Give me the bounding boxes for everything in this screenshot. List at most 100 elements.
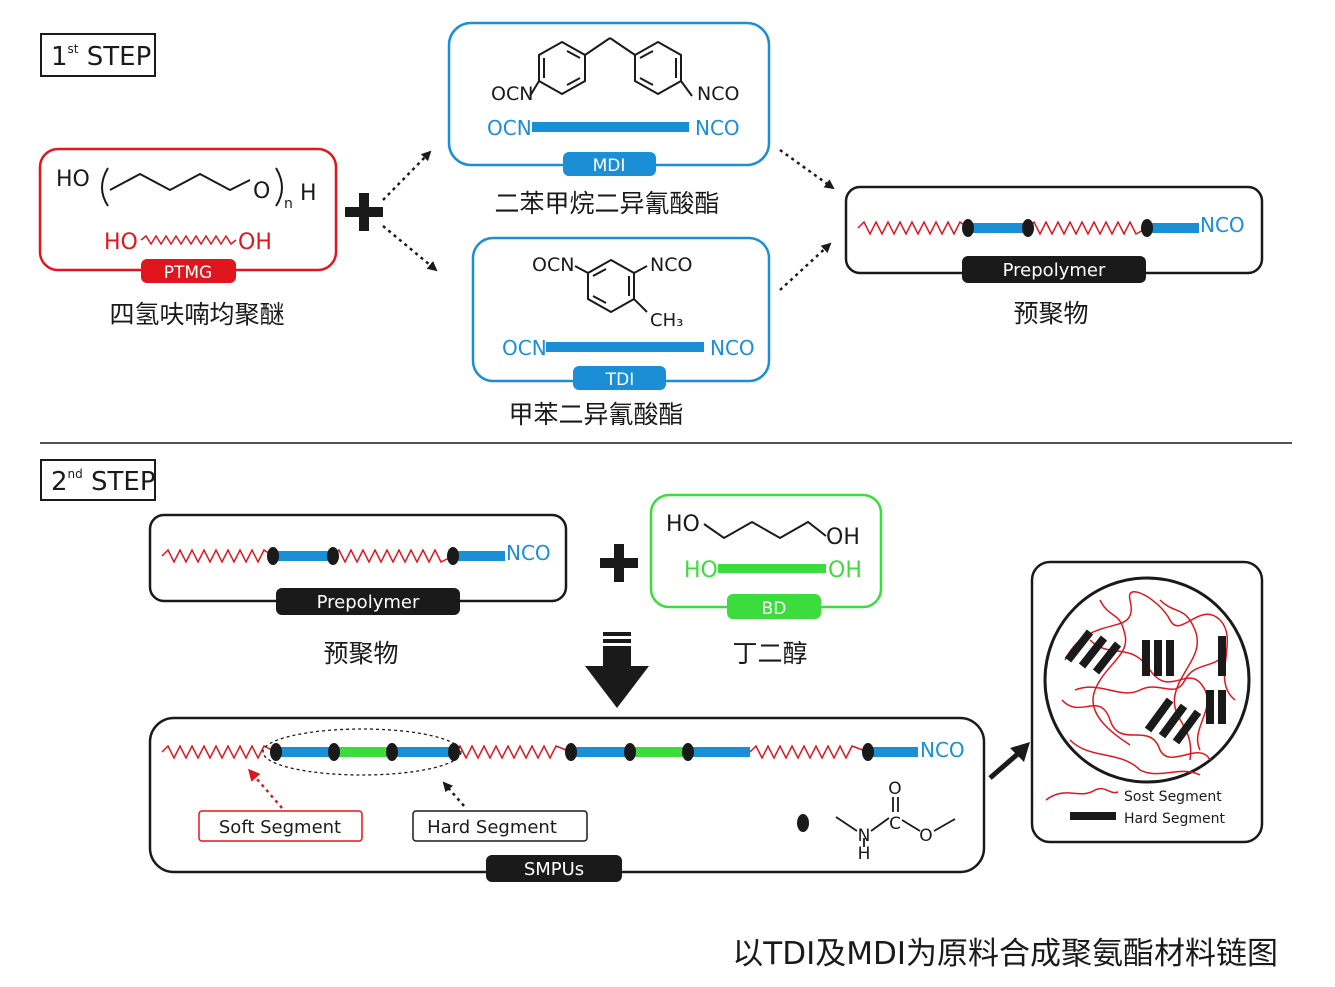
soft-segment-pointer [248,768,283,809]
hard-segment-label-box [412,810,588,842]
bd-tag-bg [727,594,821,619]
tdi-bar [546,342,704,352]
prepolymer2-tag-bg [276,588,460,615]
tdi-tag: TDI [605,370,635,390]
smpu-hard-blue [868,747,918,757]
smpu-soft-chain-a [161,744,277,760]
ptmg-bracket-left [101,167,109,207]
smpu-urethane-dot [270,743,282,761]
prepolymer1-urethane-dot [962,219,974,237]
morphology-box: Sost Segment Hard Segment [1030,560,1264,844]
urethane-n: N [858,826,871,846]
tdi-structure [574,258,648,314]
prepolymer2-nco: NCO [506,541,551,565]
mdi-simple-ocn: OCN [487,116,532,140]
smpu-tag: SMPUs [524,859,584,880]
ptmg-soft-chain [140,234,237,246]
prepolymer-box-2: NCO Prepolymer [148,513,568,615]
tdi-nco: NCO [650,254,692,276]
smpu-nco: NCO [920,738,965,762]
prepolymer1-hard-a [968,223,1028,233]
prepolymer2-soft-chain-a [161,548,274,564]
hard-segment-pointer [442,781,465,807]
urethane-h: H [858,844,871,864]
bd-simple-ho: HO [684,558,718,583]
prepolymer2-hard-b [453,551,505,561]
mdi-tag-bg [563,152,656,176]
bd-caption: 丁二醇 [732,639,807,668]
tdi-simple-nco: NCO [710,336,755,360]
ptmg-simple-ho: HO [104,230,138,255]
mdi-nco: NCO [697,83,739,105]
arrow-tdi-to-prepolymer [779,242,832,291]
ptmg-chain-bonds [109,172,251,192]
prepolymer1-urethane-dot [1022,219,1034,237]
bd-chain-bonds [703,520,827,540]
bd-simple-oh: OH [828,558,862,583]
smpu-urethane-dot [624,743,636,761]
ptmg-bracket-right [275,167,283,207]
tdi-ch3: CH₃ [650,310,683,331]
prepolymer1-nco: NCO [1200,213,1245,237]
plus-sign-2 [600,544,638,582]
smpu-hard-blue [571,747,630,757]
morphology-circle [1043,576,1251,784]
svg-text:1st STEP: 1st STEP [51,42,151,72]
smpu-urethane-dot [862,743,874,761]
prepolymer2-soft-chain-b [332,548,454,564]
footer-title: 以TDI及MDI为原料合成聚氨酯材料链图 [732,936,1278,972]
ptmg-caption: 四氢呋喃均聚醚 [109,300,284,329]
urethane-carbonyl-o: O [888,779,901,799]
urethane-structure [835,797,956,847]
bd-oh: OH [826,525,860,550]
ptmg-tag: PTMG [164,263,212,283]
plus-sign-1 [345,193,383,231]
hard-segment-highlight-ellipse [262,728,462,776]
prepolymer1-tag-bg [962,256,1146,283]
prepolymer1-soft-chain-b [1027,220,1148,236]
prepolymer1-urethane-dot [1141,219,1153,237]
legend-hard-label: Hard Segment [1124,811,1225,827]
tdi-simple-ocn: OCN [502,336,547,360]
smpu-hard-green [334,747,392,757]
smpu-hard-blue [392,747,454,757]
mdi-caption: 二苯甲烷二异氰酸酯 [494,189,719,218]
mdi-box: OCN NCO OCN NCO MDI [447,21,771,176]
smpu-urethane-dot [565,743,577,761]
legend-soft-swatch [1045,787,1119,801]
reaction-down-arrow [585,632,649,708]
prepolymer1-tag: Prepolymer [1003,260,1106,281]
prepolymer2-urethane-dot [267,547,279,565]
tdi-box: OCN NCO CH₃ OCN NCO TDI [471,236,771,390]
mdi-ocn: OCN [491,83,533,105]
arrow-mdi-to-prepolymer [779,148,835,190]
ptmg-formula-h: H [300,181,317,206]
soft-segment-label-box [198,810,363,842]
bd-bar [718,564,826,573]
step1-label: 1st STEP [40,33,156,77]
mdi-structure [529,37,693,97]
smpu-hard-green [630,747,688,757]
smpu-soft-chain-b [453,744,572,760]
smpu-urethane-dot [682,743,694,761]
svg-text:2nd STEP: 2nd STEP [51,467,156,497]
ptmg-tag-bg [141,259,236,283]
urethane-key-dot [797,814,809,832]
ptmg-formula-o: O [253,179,270,204]
arrow-to-tdi [382,225,438,272]
tdi-caption: 甲苯二异氰酸酯 [508,400,683,429]
prepolymer2-urethane-dot [327,547,339,565]
tdi-tag-bg [573,366,666,390]
ptmg-formula-n: n [284,196,293,212]
tdi-ocn: OCN [532,254,574,276]
legend-hard-swatch [1070,812,1116,820]
prepolymer2-hard-a [273,551,333,561]
bd-tag: BD [762,599,787,619]
hard-segment-label: Hard Segment [427,817,557,838]
ptmg-box: HO O n H HO OH PTMG [38,147,338,283]
prepolymer2-tag: Prepolymer [317,592,420,613]
prepolymer1-caption: 预聚物 [1013,299,1088,328]
soft-segment-label: Soft Segment [219,817,341,838]
smpu-urethane-dot [386,743,398,761]
urethane-ester-o: O [919,826,932,846]
